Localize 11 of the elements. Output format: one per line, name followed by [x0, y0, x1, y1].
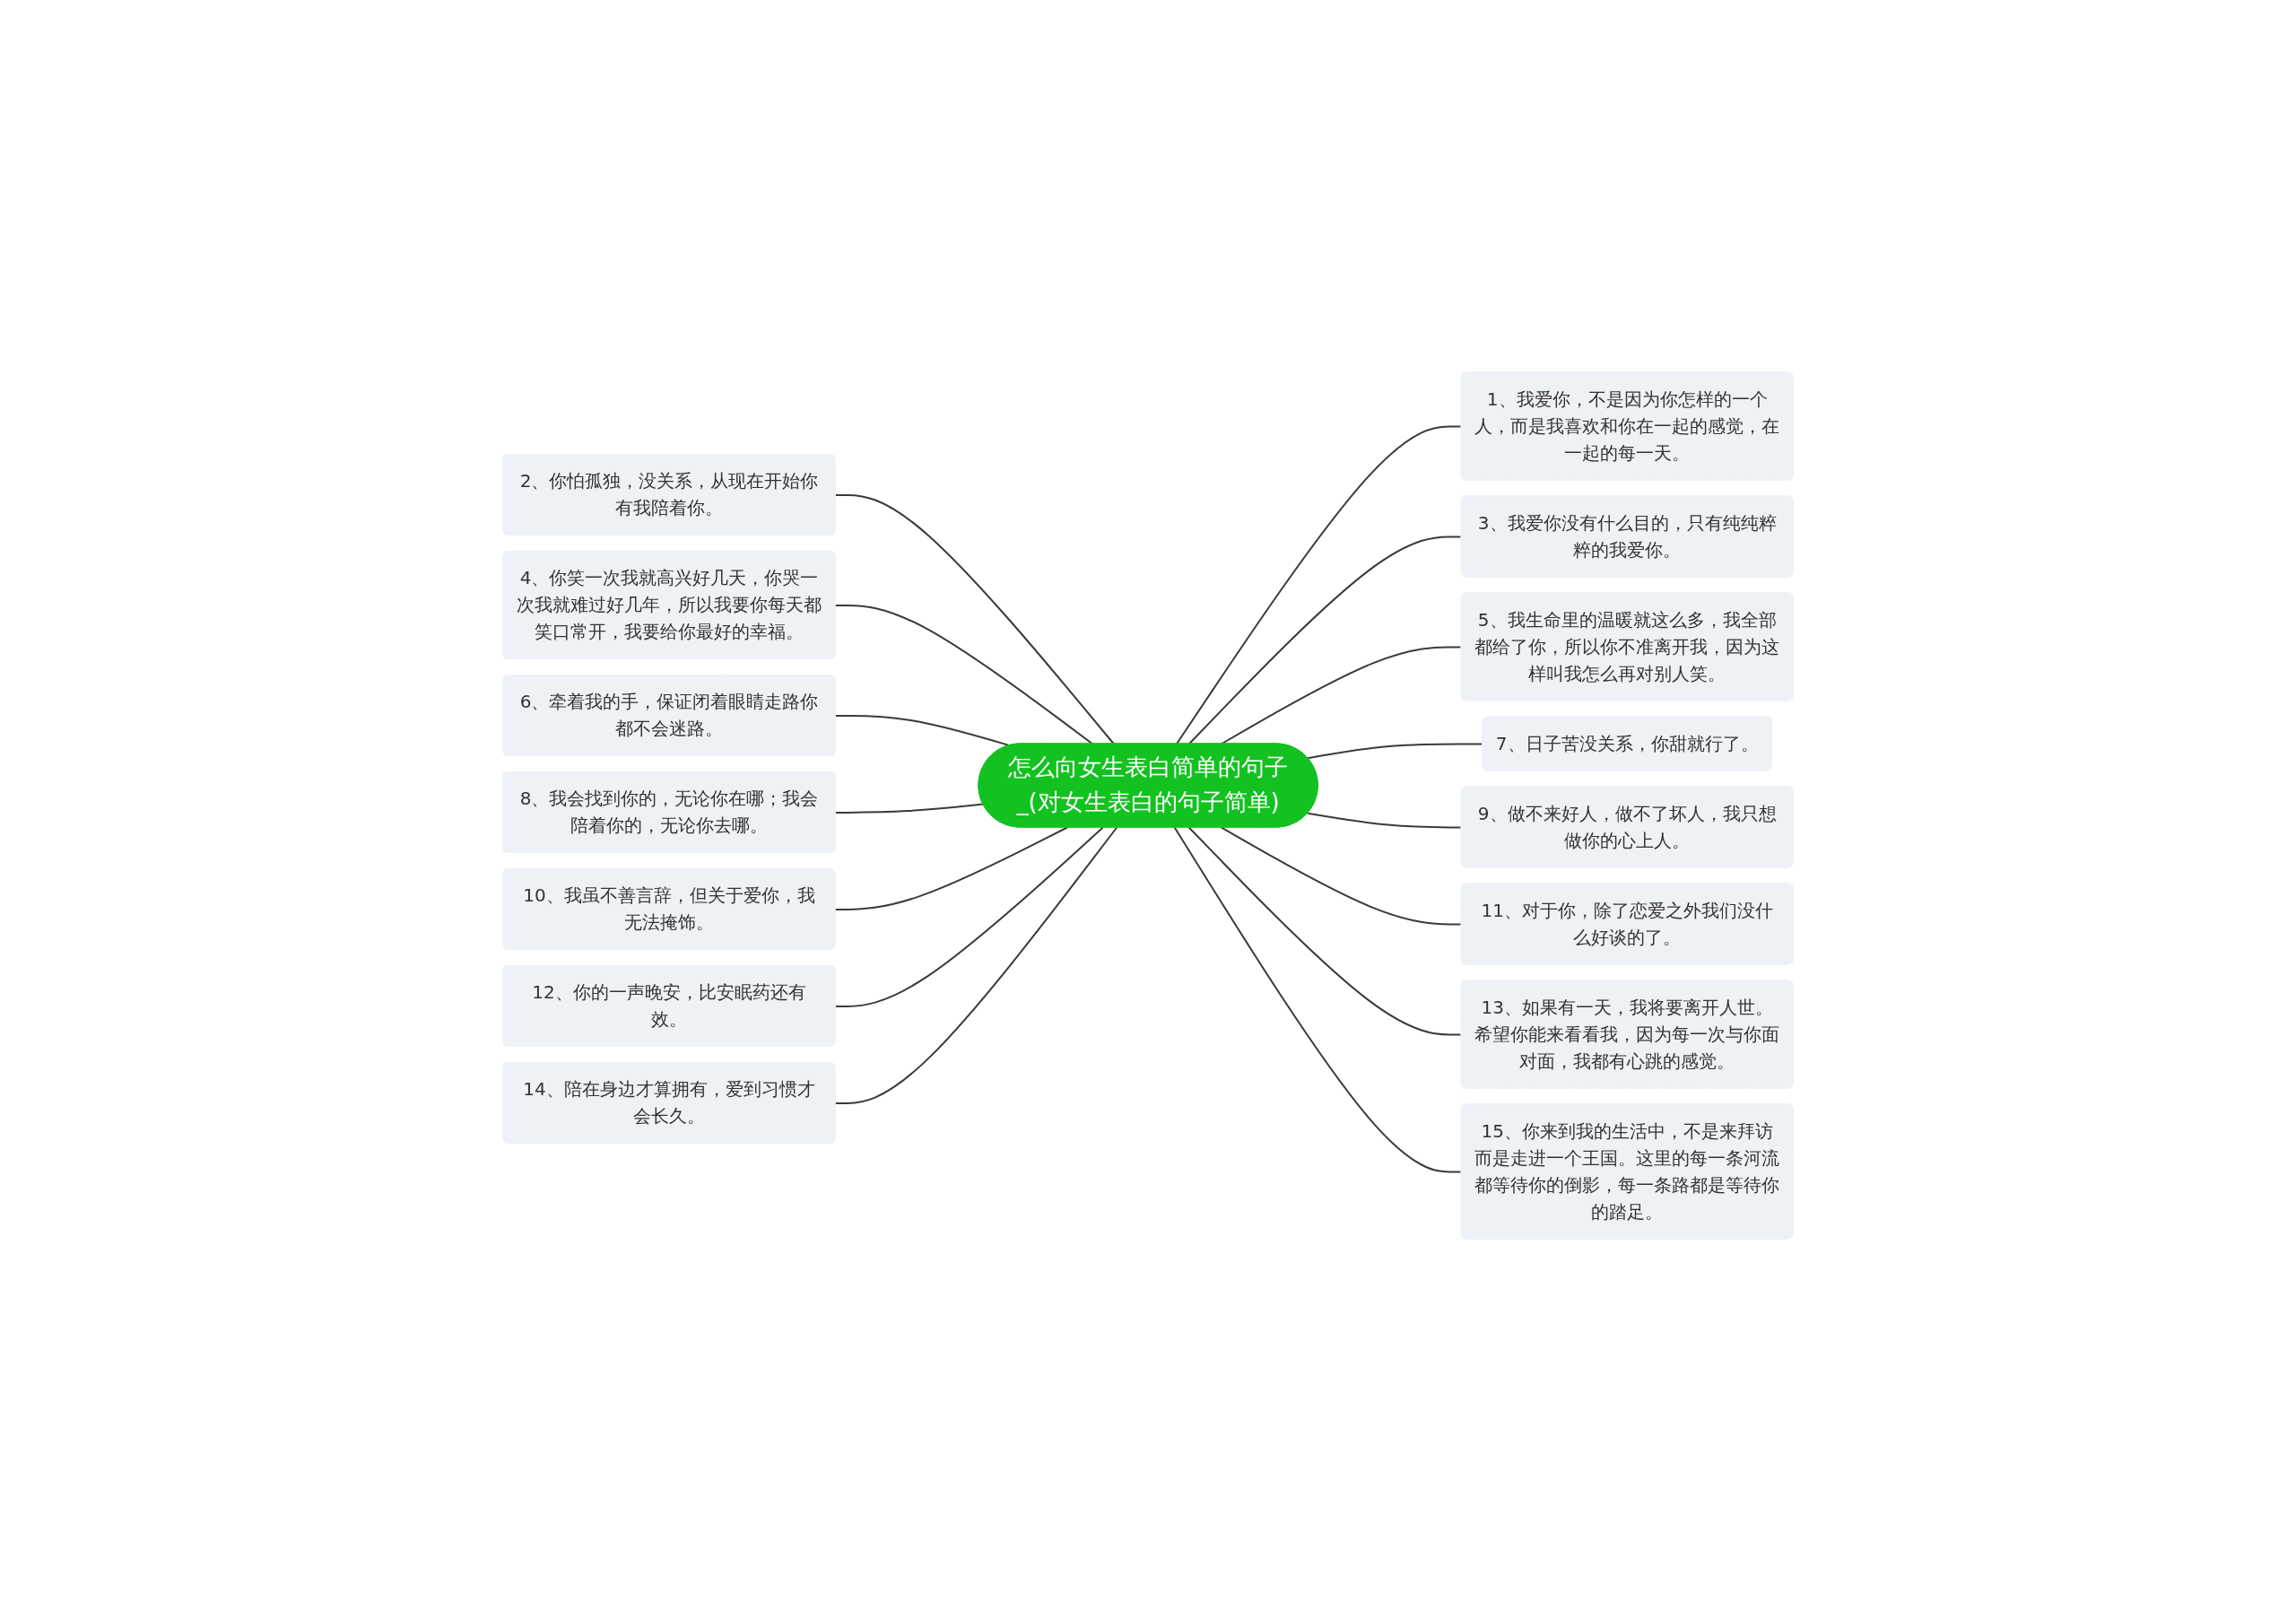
connector	[834, 604, 1094, 745]
connector	[834, 826, 1068, 910]
connector	[834, 493, 1115, 745]
connector	[834, 714, 1011, 747]
connector	[1187, 826, 1463, 1036]
connector	[1173, 826, 1463, 1173]
connector	[834, 826, 1118, 1104]
connector	[834, 803, 985, 814]
connector	[1307, 812, 1463, 829]
connector	[834, 826, 1104, 1007]
connector	[1220, 826, 1463, 926]
